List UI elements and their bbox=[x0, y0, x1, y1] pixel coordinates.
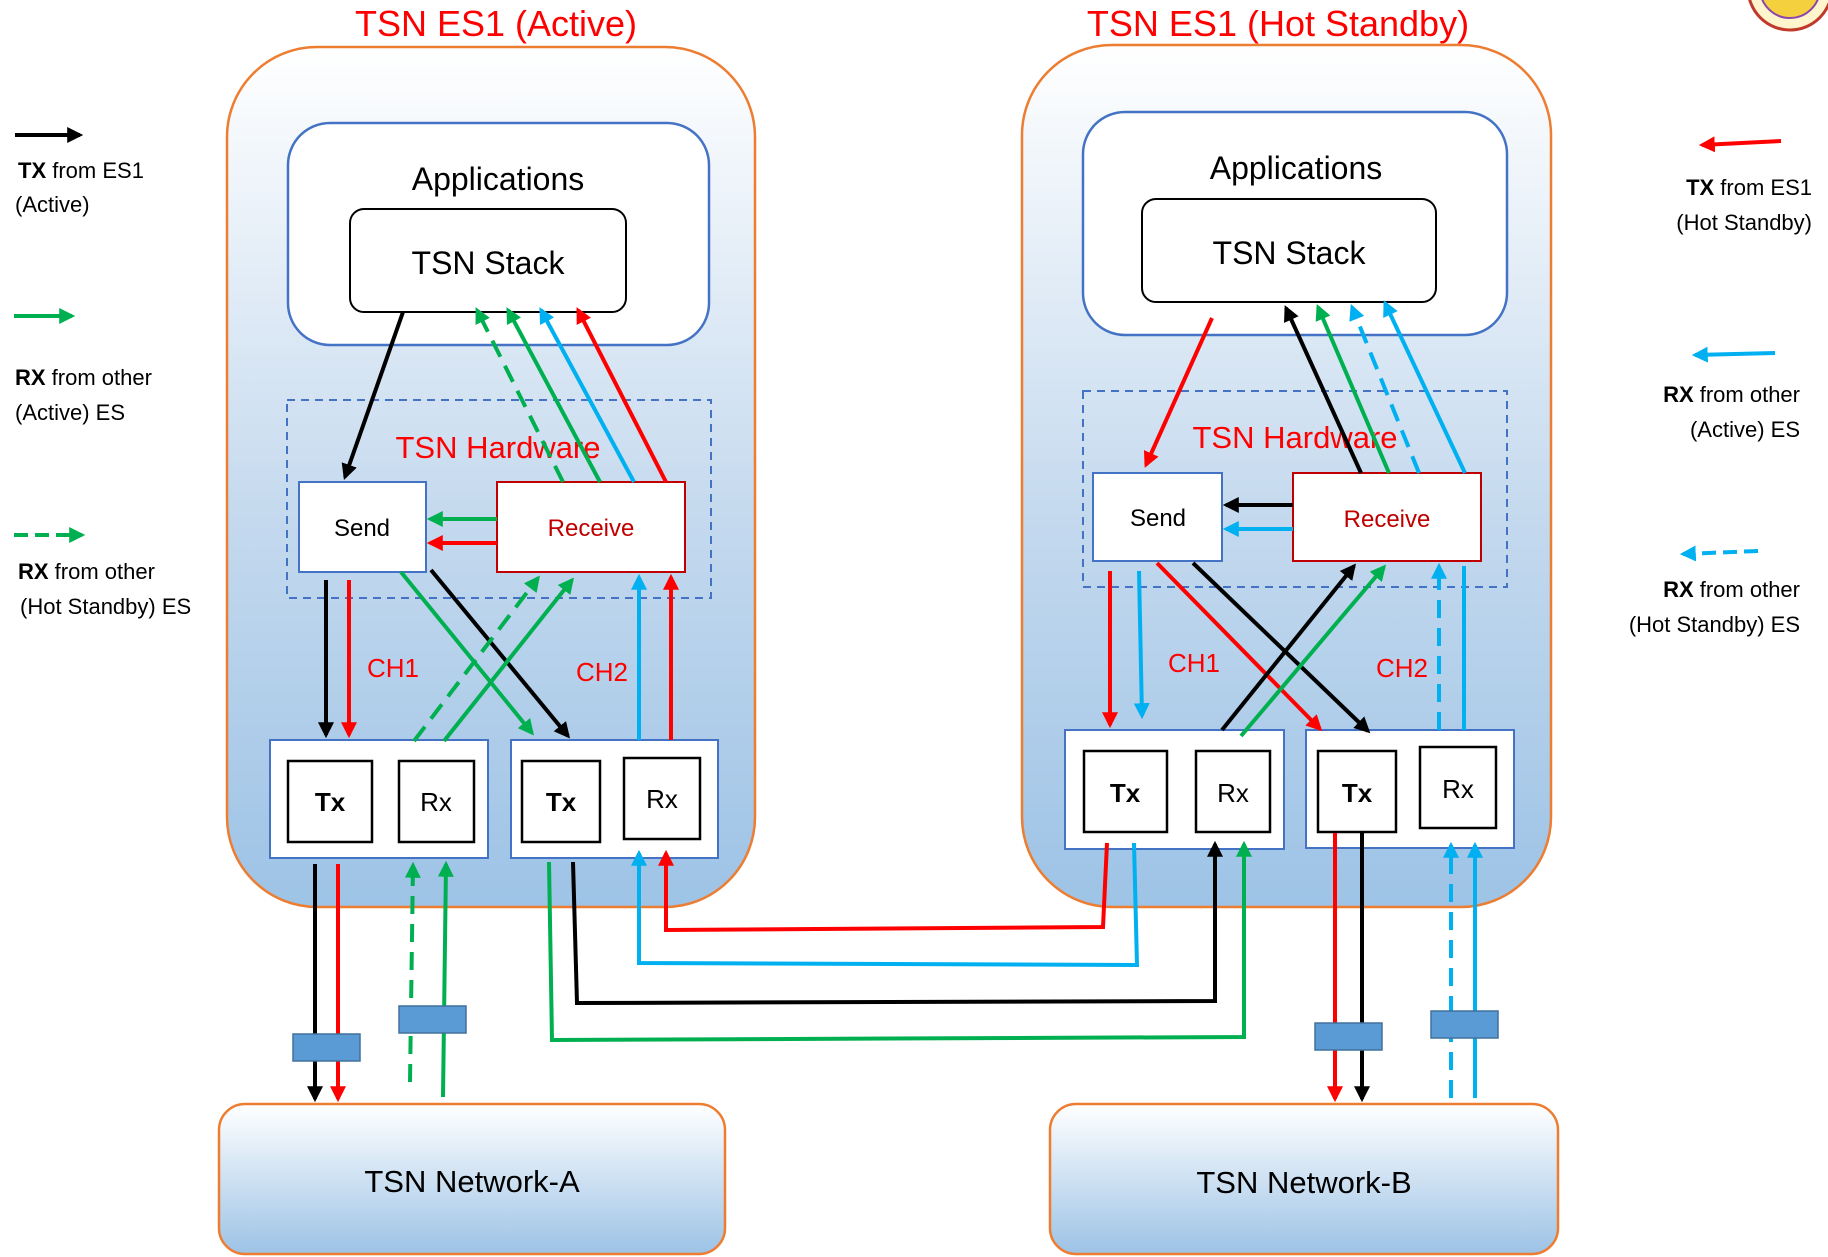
es-standby-hardware-label: TSN Hardware bbox=[1193, 420, 1398, 455]
link-tap-standby-rx bbox=[1430, 1010, 1499, 1039]
link-net-a-to-active-port1-rx-green-dashed bbox=[404, 861, 421, 1083]
es-active-receive-label: Receive bbox=[548, 515, 635, 542]
es-active-port2-tx-label: Tx bbox=[546, 787, 577, 817]
es-standby-applications-label: Applications bbox=[1210, 150, 1383, 186]
legend-left-item-3-line2: (Hot Standby) ES bbox=[20, 594, 191, 619]
arrow-receive-to-stack-blue bbox=[539, 307, 636, 483]
arrow-port1-rx-to-receive-green bbox=[1239, 564, 1387, 738]
legend-left-item-3: RX from other bbox=[18, 559, 155, 584]
es-active-port1-tx bbox=[286, 759, 374, 844]
arrow-send-to-port2-tx-black bbox=[1191, 561, 1371, 734]
es-active-hardware-label: TSN Hardware bbox=[396, 430, 601, 465]
es-active-port2-rx bbox=[622, 756, 702, 841]
es-standby-title: TSN ES1 (Hot Standby) bbox=[1087, 3, 1469, 44]
es-standby-port1-rx-label: Rx bbox=[1217, 778, 1249, 808]
es-standby-port1-tx-label: Tx bbox=[1110, 778, 1141, 808]
es-active-port1-tx-label: Tx bbox=[315, 787, 346, 817]
link-tap-standby-tx bbox=[1314, 1022, 1383, 1051]
link-tap-active-tx bbox=[292, 1033, 361, 1062]
tsn-network-a-label: TSN Network-A bbox=[364, 1164, 580, 1199]
es-active-ch2-label: CH2 bbox=[576, 657, 628, 687]
arrow-receive-to-stack-red bbox=[576, 307, 668, 483]
arrow-stack-to-send-black bbox=[341, 311, 405, 481]
legend-right: TX from ES1 (Hot Standby) RX from other … bbox=[1629, 136, 1812, 637]
arrow-stack-to-send-red bbox=[1143, 317, 1214, 468]
link-net-a-to-active-port1-rx-green bbox=[437, 860, 454, 1098]
arrow-send-to-port2-tx-black bbox=[429, 568, 571, 739]
arrow-port1-rx-to-receive-green bbox=[442, 577, 574, 743]
es-active-port2-rx-label: Rx bbox=[646, 784, 678, 814]
legend-right-item-2-line2: (Active) ES bbox=[1690, 417, 1800, 442]
legend-right-item-1: TX from ES1 bbox=[1686, 175, 1812, 200]
link-standby-port1-tx-blue-to-active-port2-rx bbox=[631, 842, 1140, 968]
arrow-port1-rx-to-receive-black bbox=[1220, 563, 1357, 732]
es-standby-internal-arrows bbox=[1102, 300, 1467, 738]
arrow-receive-to-stack-green bbox=[506, 307, 602, 483]
legend-left: TX from ES1 (Active) RX from other (Acti… bbox=[14, 127, 191, 619]
legend-left-item-2-line2: (Active) ES bbox=[15, 400, 125, 425]
link-tap-active-rx bbox=[398, 1005, 467, 1034]
legend-left-item-1-line2: (Active) bbox=[15, 192, 90, 217]
legend-right-arrow-tx-standby bbox=[1698, 136, 1782, 153]
legend-right-arrow-rx-active bbox=[1691, 346, 1776, 363]
es-active-applications-label: Applications bbox=[412, 161, 585, 197]
es-standby-port2-rx-label: Rx bbox=[1442, 774, 1474, 804]
es-active-ch1-label: CH1 bbox=[367, 653, 419, 683]
arrow-send-to-port2-tx-green bbox=[399, 570, 535, 736]
legend-right-item-3: RX from other bbox=[1663, 577, 1800, 602]
es-standby-ch1-label: CH1 bbox=[1168, 648, 1220, 678]
es-standby-port2-rx bbox=[1418, 745, 1498, 830]
es-standby-receive-label: Receive bbox=[1344, 506, 1431, 533]
es-standby-send-block bbox=[1092, 472, 1223, 562]
es-active-internal-arrows bbox=[318, 307, 679, 743]
es-active-title: TSN ES1 (Active) bbox=[355, 3, 637, 44]
es-standby-send-label: Send bbox=[1130, 505, 1186, 532]
external-links bbox=[307, 833, 1483, 1103]
legend-right-item-3-line2: (Hot Standby) ES bbox=[1629, 612, 1800, 637]
link-standby-port1-tx-red-to-active-port2-rx bbox=[658, 842, 1109, 933]
legend-right-arrow-rx-standby bbox=[1679, 545, 1759, 562]
es-standby-receive-block bbox=[1292, 472, 1482, 562]
arrow-port1-rx-to-receive-green-dashed bbox=[412, 575, 540, 743]
tsn-network-b bbox=[1048, 1102, 1560, 1256]
legend-right-item-1-line2: (Hot Standby) bbox=[1676, 210, 1812, 235]
es-standby-ch2-label: CH2 bbox=[1376, 653, 1428, 683]
arrow-send-to-port2-tx-red bbox=[1155, 561, 1323, 732]
end-station-hot-standby: TSN ES1 (Hot Standby) Applications TSN S… bbox=[1020, 3, 1553, 909]
link-active-port2-tx-green-to-standby-port1-rx bbox=[547, 840, 1252, 1043]
es-active-port1-rx-label: Rx bbox=[420, 787, 452, 817]
legend-right-item-2: RX from other bbox=[1663, 382, 1800, 407]
es-standby-port1-tx bbox=[1082, 749, 1169, 834]
tsn-network-b-label: TSN Network-B bbox=[1196, 1165, 1411, 1200]
es-active-send-label: Send bbox=[334, 515, 390, 542]
es-active-receive-block bbox=[496, 481, 686, 573]
emblem-logo bbox=[1748, 0, 1828, 32]
es-standby-port2-tx bbox=[1316, 749, 1398, 834]
end-station-active: TSN ES1 (Active) Applications TSN Stack … bbox=[225, 3, 757, 909]
es-active-port2-tx bbox=[520, 759, 602, 844]
arrow-send-to-port1-tx-blue bbox=[1133, 570, 1150, 720]
arrow-receive-to-stack-green bbox=[1315, 304, 1391, 474]
arrow-receive-to-stack-blue-dashed bbox=[1349, 304, 1421, 474]
es-active-port1-rx bbox=[397, 759, 476, 844]
arrow-receive-to-stack-black bbox=[1284, 305, 1363, 474]
es-standby-port2-tx-label: Tx bbox=[1342, 778, 1373, 808]
arrow-receive-to-stack-green-dashed bbox=[475, 307, 565, 483]
arrow-receive-to-stack-blue bbox=[1383, 300, 1467, 474]
tsn-network-a bbox=[217, 1102, 727, 1256]
es-standby-port1-rx bbox=[1194, 749, 1272, 834]
link-active-port2-tx-black-to-standby-port1-rx bbox=[571, 840, 1223, 1006]
legend-left-item-2: RX from other bbox=[15, 365, 152, 390]
es-standby-stack-box bbox=[1141, 198, 1437, 303]
es-active-send-block bbox=[298, 481, 427, 573]
es-standby-stack-label: TSN Stack bbox=[1213, 235, 1367, 271]
es-standby-hardware-region bbox=[1082, 390, 1508, 588]
es-active-hardware-region bbox=[286, 399, 712, 599]
legend-left-item-1: TX from ES1 bbox=[18, 158, 144, 183]
es-active-stack-label: TSN Stack bbox=[412, 245, 566, 281]
